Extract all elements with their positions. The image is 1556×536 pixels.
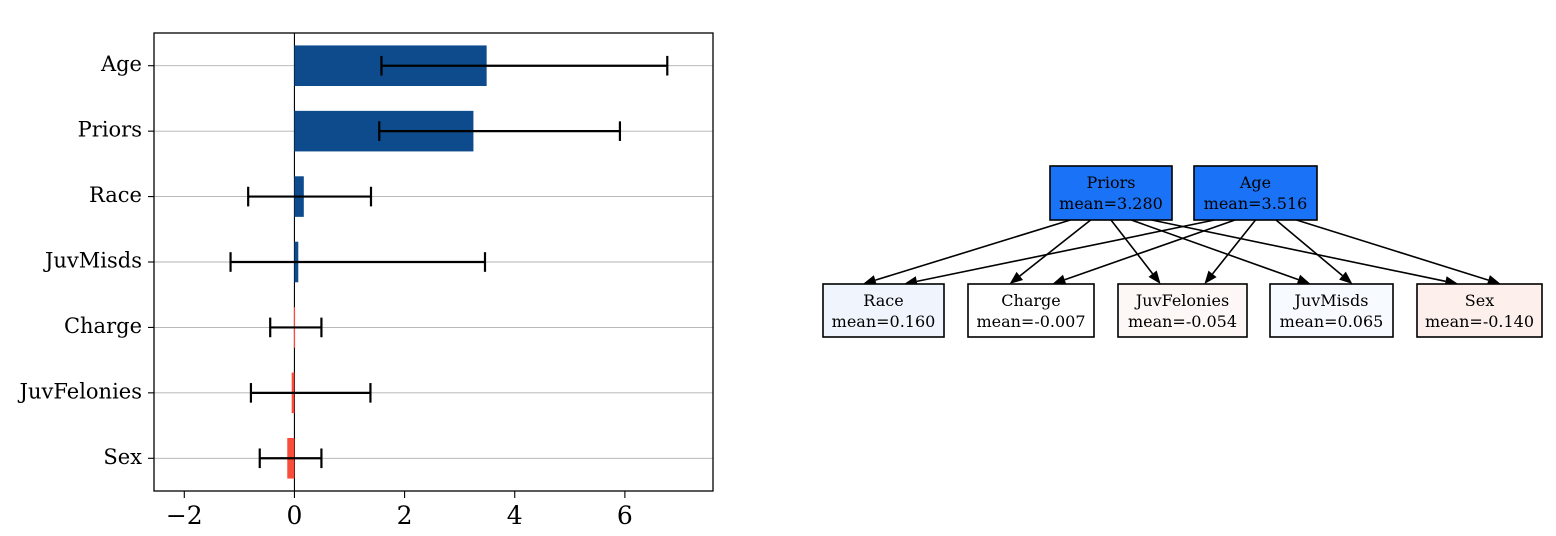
node-value-juvmisds: mean=0.065: [1280, 312, 1384, 331]
node-value-race: mean=0.160: [832, 312, 936, 331]
graph-node-race[interactable]: Race mean=0.160: [822, 283, 945, 338]
edge-arrowhead-age-to-charge: [1052, 274, 1067, 285]
graph-node-charge[interactable]: Charge mean=-0.007: [967, 283, 1095, 338]
node-box-juvmisds[interactable]: [1269, 283, 1394, 338]
node-box-race[interactable]: [822, 283, 945, 338]
edge-arrowhead-age-to-sex: [1486, 275, 1501, 286]
xtick-label-0: −2: [166, 501, 203, 530]
edge-arrowhead-priors-to-juvmisds: [1296, 274, 1311, 285]
edge-priors-to-sex: [1151, 219, 1446, 283]
node-box-sex[interactable]: [1416, 283, 1543, 338]
node-value-sex: mean=-0.140: [1425, 312, 1534, 331]
edge-arrowhead-age-to-juvfelonies: [1204, 270, 1217, 284]
edge-arrowhead-age-to-juvmisds: [1339, 271, 1353, 284]
node-box-age[interactable]: [1193, 165, 1318, 221]
ytick-label-juvfelonies: JuvFelonies: [18, 379, 142, 403]
xtick-label-3: 4: [507, 501, 523, 530]
node-label-charge: Charge: [1001, 291, 1060, 310]
edge-priors-to-charge: [1019, 219, 1092, 277]
node-label-age: Age: [1239, 173, 1271, 192]
node-value-juvfelonies: mean=-0.054: [1128, 312, 1237, 331]
node-label-sex: Sex: [1465, 291, 1494, 310]
edge-age-to-sex: [1296, 219, 1489, 281]
edge-age-to-juvfelonies: [1211, 219, 1257, 275]
edge-age-to-race: [916, 219, 1215, 283]
ytick-label-sex: Sex: [103, 445, 142, 469]
bar-chart-svg: AgePriorsRaceJuvMisdsChargeJuvFeloniesSe…: [18, 32, 714, 530]
graph-node-priors[interactable]: Priors mean=3.280: [1049, 165, 1173, 221]
graph-node-sex[interactable]: Sex mean=-0.140: [1416, 283, 1543, 338]
xtick-label-2: 2: [397, 501, 413, 530]
ytick-label-juvmisds: JuvMisds: [43, 249, 142, 273]
ytick-label-charge: Charge: [64, 314, 142, 338]
xtick-label-4: 6: [617, 501, 633, 530]
node-label-juvmisds: JuvMisds: [1293, 291, 1369, 310]
edge-priors-to-juvmisds: [1131, 219, 1299, 281]
edge-priors-to-race: [875, 219, 1071, 281]
node-value-age: mean=3.516: [1204, 194, 1308, 213]
node-box-juvfelonies[interactable]: [1117, 283, 1248, 338]
edge-arrowhead-priors-to-charge: [1009, 271, 1024, 284]
edge-age-to-juvmisds: [1275, 219, 1343, 277]
node-label-priors: Priors: [1086, 173, 1135, 192]
node-box-charge[interactable]: [967, 283, 1095, 338]
edge-arrowhead-priors-to-race: [862, 275, 877, 286]
ytick-label-race: Race: [89, 183, 142, 207]
graph-node-age[interactable]: Age mean=3.516: [1193, 165, 1318, 221]
ytick-label-priors: Priors: [78, 118, 142, 142]
ytick-label-age: Age: [100, 52, 142, 76]
edge-arrowhead-priors-to-juvfelonies: [1148, 270, 1161, 284]
node-box-priors[interactable]: [1049, 165, 1173, 221]
node-label-juvfelonies: JuvFelonies: [1134, 291, 1229, 310]
edge-age-to-charge: [1064, 219, 1236, 281]
graph-node-juvmisds[interactable]: JuvMisds mean=0.065: [1269, 283, 1394, 338]
node-label-race: Race: [863, 291, 903, 310]
edge-priors-to-juvfelonies: [1110, 219, 1154, 275]
node-value-charge: mean=-0.007: [976, 312, 1085, 331]
graph-node-juvfelonies[interactable]: JuvFelonies mean=-0.054: [1117, 283, 1248, 338]
xtick-label-1: 0: [286, 501, 302, 530]
node-value-priors: mean=3.280: [1059, 194, 1163, 213]
